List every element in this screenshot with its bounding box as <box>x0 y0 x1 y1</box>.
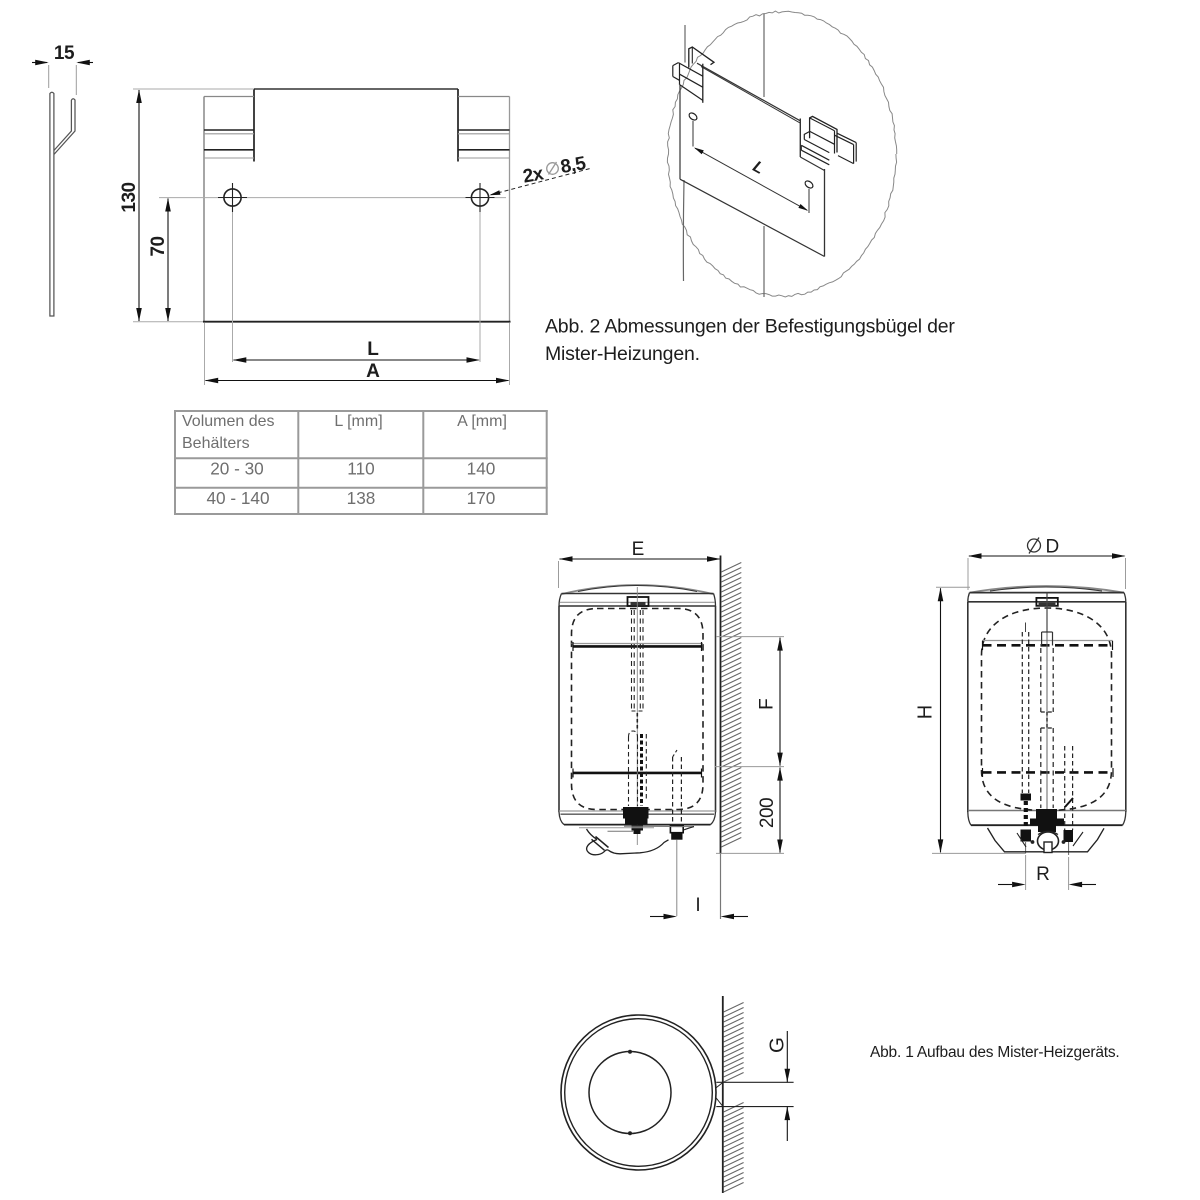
svg-text:L [mm]: L [mm] <box>334 413 382 430</box>
svg-text:20 - 30: 20 - 30 <box>210 459 264 479</box>
svg-text:40 - 140: 40 - 140 <box>206 488 269 508</box>
svg-text:D: D <box>1046 537 1060 558</box>
svg-text:2x: 2x <box>521 163 545 187</box>
svg-text:140: 140 <box>467 459 496 479</box>
svg-text:Abb. 1 Aufbau des Mister-Heizg: Abb. 1 Aufbau des Mister-Heizgeräts. <box>870 1044 1120 1061</box>
svg-text:200: 200 <box>757 798 778 828</box>
svg-text:Mister-Heizungen.: Mister-Heizungen. <box>545 343 700 365</box>
svg-text:70: 70 <box>148 236 169 256</box>
svg-text:138: 138 <box>347 488 376 508</box>
svg-text:H: H <box>915 705 937 719</box>
svg-text:I: I <box>695 895 700 916</box>
svg-text:130: 130 <box>119 182 140 212</box>
svg-text:8,5: 8,5 <box>559 153 588 178</box>
svg-text:A [mm]: A [mm] <box>457 413 507 430</box>
svg-text:F: F <box>757 698 778 710</box>
svg-text:R: R <box>1036 864 1050 885</box>
svg-text:110: 110 <box>347 459 374 479</box>
svg-text:Volumen des: Volumen des <box>182 413 275 430</box>
svg-text:G: G <box>766 1037 789 1053</box>
svg-text:E: E <box>632 539 645 560</box>
svg-text:15: 15 <box>54 43 75 64</box>
svg-text:L: L <box>750 158 767 178</box>
svg-text:Abb. 2 Abmessungen der Befesti: Abb. 2 Abmessungen der Befestigungsbügel… <box>545 316 955 338</box>
svg-text:Behälters: Behälters <box>182 435 250 452</box>
svg-text:A: A <box>366 361 380 382</box>
svg-text:L: L <box>367 339 379 360</box>
svg-text:170: 170 <box>467 488 496 508</box>
